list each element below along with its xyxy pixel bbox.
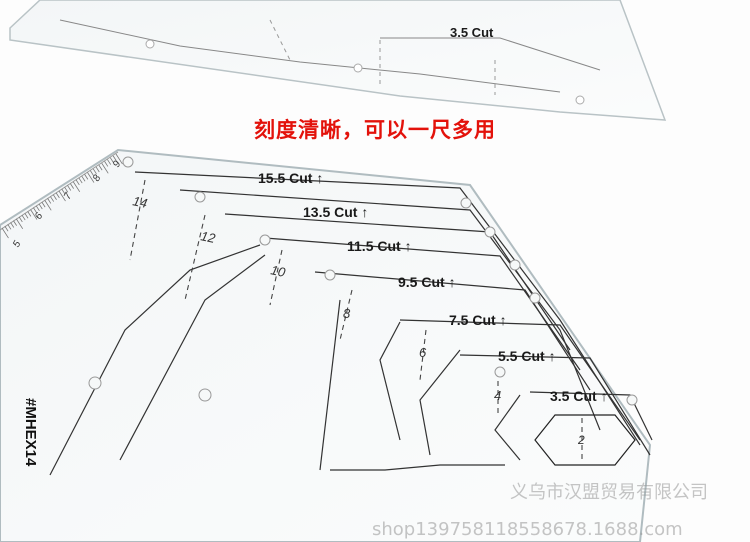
edge-scale-tick [55,192,60,199]
edge-scale-tick [21,214,26,221]
edge-scale-tick [115,153,123,165]
edge-scale-tick [104,161,109,167]
edge-scale-tick [67,185,72,191]
size-number-4: 4 [494,388,501,403]
edge-scale-tick [15,218,24,230]
edge-scale [0,151,123,239]
edge-scale-tick [107,159,112,165]
peg-holes [88,156,638,406]
edge-scale-tick [1,227,9,239]
edge-scale-tick [61,188,66,195]
cut-label-11-5: 11.5 Cut ↑ [347,238,412,254]
edge-scale-tick [30,209,38,220]
cut-label-15-5: 15.5 Cut ↑ [258,170,323,186]
size-number-2: 2 [577,433,585,447]
cut-lines [49,171,653,476]
edge-scale-tick [84,174,89,180]
edge-scale-tick [92,168,97,175]
edge-scale-tick [35,205,40,212]
watermark-company: 义乌市汉盟贸易有限公司 [510,482,708,503]
edge-scale-tick [81,175,86,182]
edge-scale-tick [38,203,43,210]
edge-scale-tick [87,172,95,183]
edge-scale-tick [95,166,100,173]
edge-scale-tick [18,216,23,223]
edge-scale-tick [10,222,15,228]
edge-scale-tick [72,181,81,193]
edge-scale-tick [50,196,55,202]
size-number-6: 6 [419,345,427,360]
cut-label-7-5: 7.5 Cut ↑ [449,312,507,328]
cut-label-9-5: 9.5 Cut ↑ [398,274,456,290]
edge-scale-9: 9 [111,159,124,170]
edge-scale-tick [4,225,9,232]
edge-scale-tick [109,157,114,163]
hexagon-ruler: 15.5 Cut ↑ 13.5 Cut ↑ 11.5 Cut ↑ 9.5 Cut… [0,148,653,542]
edge-scale-tick [33,207,37,213]
edge-scale-tick [27,211,32,217]
edge-scale-tick [58,190,66,202]
edge-scale-tick [78,177,83,184]
edge-scale-tick [52,194,57,200]
edge-scale-tick [70,183,74,189]
top-ruler: 3.5 Cut [9,0,667,121]
edge-scale-tick [64,187,69,193]
edge-scale-tick [47,198,52,204]
arrow-lines [129,179,583,460]
edge-scale-tick [112,155,117,162]
size-number-14: 14 [131,193,148,211]
edge-scale-tick [44,200,52,211]
edge-scale-tick [7,224,12,230]
edge-scale-tick [24,212,29,219]
model-code: #MHEX14 [22,398,39,467]
edge-scale-tick [75,179,80,186]
edge-scale-8: 8 [91,173,104,184]
cut-label-5-5: 5.5 Cut ↑ [498,348,556,364]
product-caption: 刻度清晰，可以一尺多用 [254,118,496,142]
edge-scale-tick [98,164,103,171]
top-ruler-label: 3.5 Cut [450,25,494,40]
cut-label-3-5: 3.5 Cut ↑ [550,388,608,404]
edge-scale-6: 6 [33,211,46,222]
edge-scale-tick [13,220,17,226]
watermark-shop-url: shop139758118558678.1688.com [372,519,683,540]
size-number-10: 10 [269,262,287,280]
edge-scale-5: 5 [11,239,24,250]
edge-scale-7: 7 [62,191,75,202]
cut-label-13-5: 13.5 Cut ↑ [303,204,368,220]
size-number-8: 8 [343,306,351,321]
edge-scale-tick [101,163,109,174]
size-number-12: 12 [199,228,217,246]
edge-scale-tick [90,170,94,176]
edge-scale-tick [41,201,46,208]
